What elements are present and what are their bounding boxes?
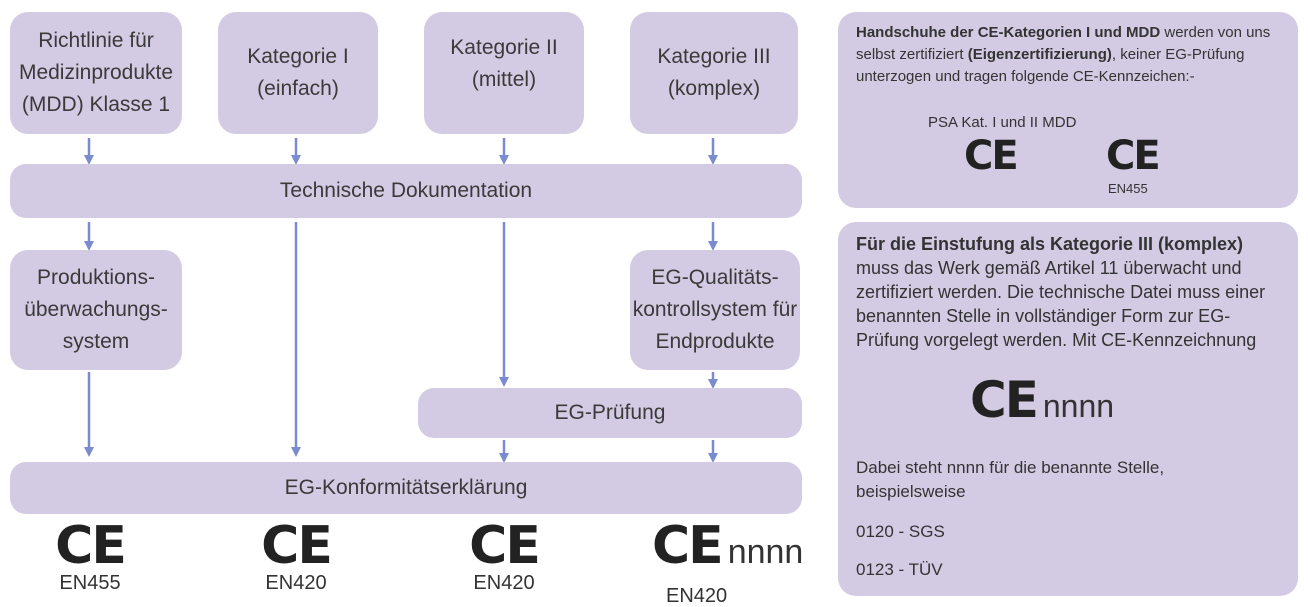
category-3-panel: Für die Einstufung als Kategorie III (ko… [838,222,1298,596]
category-2-box: Kategorie II(mittel) [424,12,584,134]
category-3-text: Für die Einstufung als Kategorie III (ko… [856,234,1266,350]
self-certification-panel: Handschuhe der CE-Kategorien I und MDD w… [838,12,1298,208]
category-3-box: Kategorie III(komplex) [630,12,798,134]
ce-mark-en420-1: CE EN420 [261,516,333,594]
connector-arrows [84,138,718,463]
example-tuev: 0123 - TÜV [856,560,943,579]
eg-conformity-bar: EG-Konformitätserklärung [10,462,802,514]
eg-pruefung-bar: EG-Prüfung [418,388,802,438]
notified-body-note: Dabei steht nnnn für die benannte Stelle… [856,458,1165,501]
production-monitoring-box: Produktions-überwachungs-system [10,250,182,370]
ce-mark-en455: CE EN455 [55,516,127,594]
ce-mark-psa: CE [964,133,1019,179]
ce-mark-psa-en455: CE [1106,133,1161,179]
category-1-box: Kategorie I(einfach) [218,12,378,134]
psa-en455-code: EN455 [1108,181,1148,196]
psa-label: PSA Kat. I und II MDD [928,114,1077,131]
ce-mark-en420-2: CE EN420 [469,516,541,594]
self-certification-text: Handschuhe der CE-Kategorien I und MDD w… [856,24,1271,85]
technical-documentation-bar: Technische Dokumentation [10,164,802,218]
example-sgs: 0120 - SGS [856,522,945,541]
